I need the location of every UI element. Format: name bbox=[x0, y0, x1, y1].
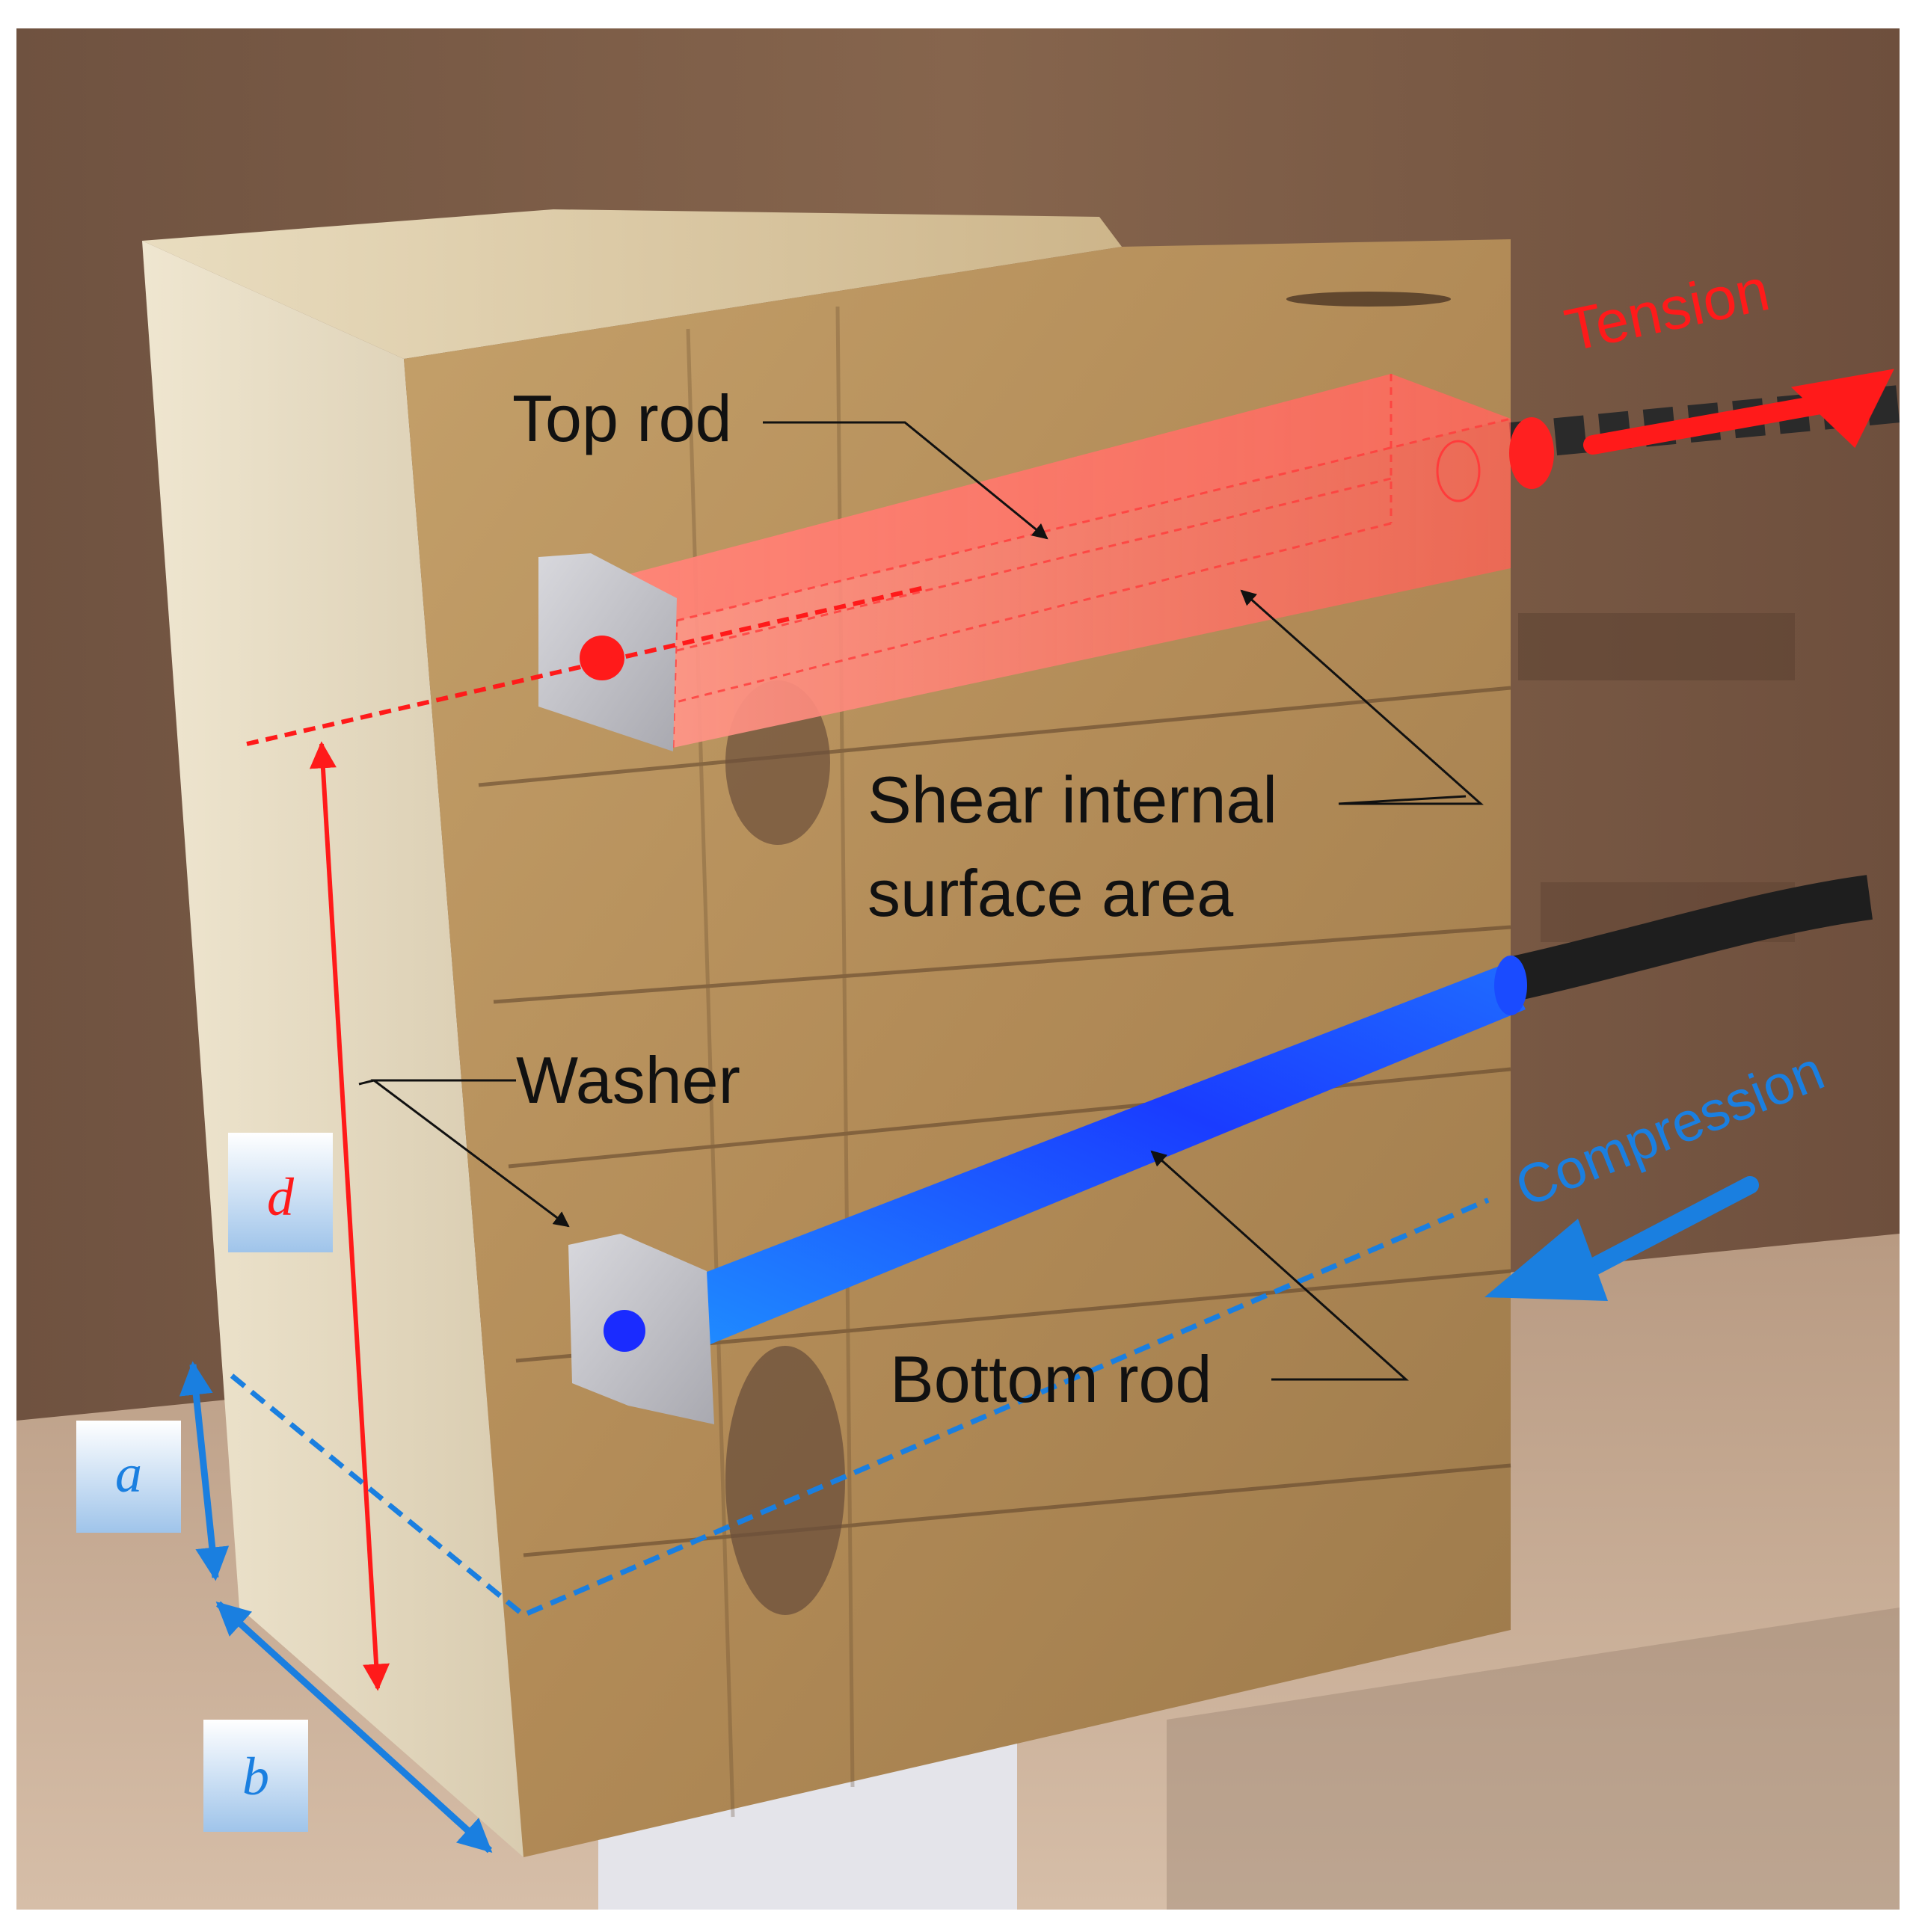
dim-a-label: a bbox=[115, 1444, 142, 1504]
top-rod bbox=[595, 374, 1554, 748]
dim-a-arrow bbox=[179, 1361, 230, 1581]
dim-d-label: d bbox=[267, 1167, 295, 1227]
dim-b-box bbox=[203, 1720, 308, 1832]
leader-lines bbox=[358, 421, 1484, 1381]
tension-arrow bbox=[1583, 369, 1894, 455]
dim-b-label: b bbox=[242, 1747, 269, 1806]
dimension-lines bbox=[179, 585, 1490, 1853]
bottom-rod bbox=[699, 956, 1527, 1346]
dim-a-reference bbox=[230, 1197, 1490, 1619]
dim-d-arrow bbox=[309, 741, 390, 1691]
bottom-washer bbox=[568, 1234, 714, 1424]
dim-d-box bbox=[228, 1133, 333, 1252]
load-arrows bbox=[1484, 369, 1894, 1301]
washer-label: Washer bbox=[516, 1043, 740, 1117]
top-rod-label: Top rod bbox=[512, 381, 732, 455]
shear-area-label-line2: surface area bbox=[868, 856, 1233, 930]
compression-arrow bbox=[1484, 1176, 1759, 1301]
top-washer bbox=[538, 553, 677, 751]
shear-area-label-line1: Shear internal bbox=[868, 763, 1277, 837]
block-top-face bbox=[142, 209, 1122, 359]
dim-b-arrow bbox=[215, 1601, 493, 1853]
dim-a-box bbox=[76, 1421, 181, 1533]
dimension-labels: d a b bbox=[76, 1133, 333, 1832]
bottom-rod-label: Bottom rod bbox=[890, 1342, 1212, 1416]
